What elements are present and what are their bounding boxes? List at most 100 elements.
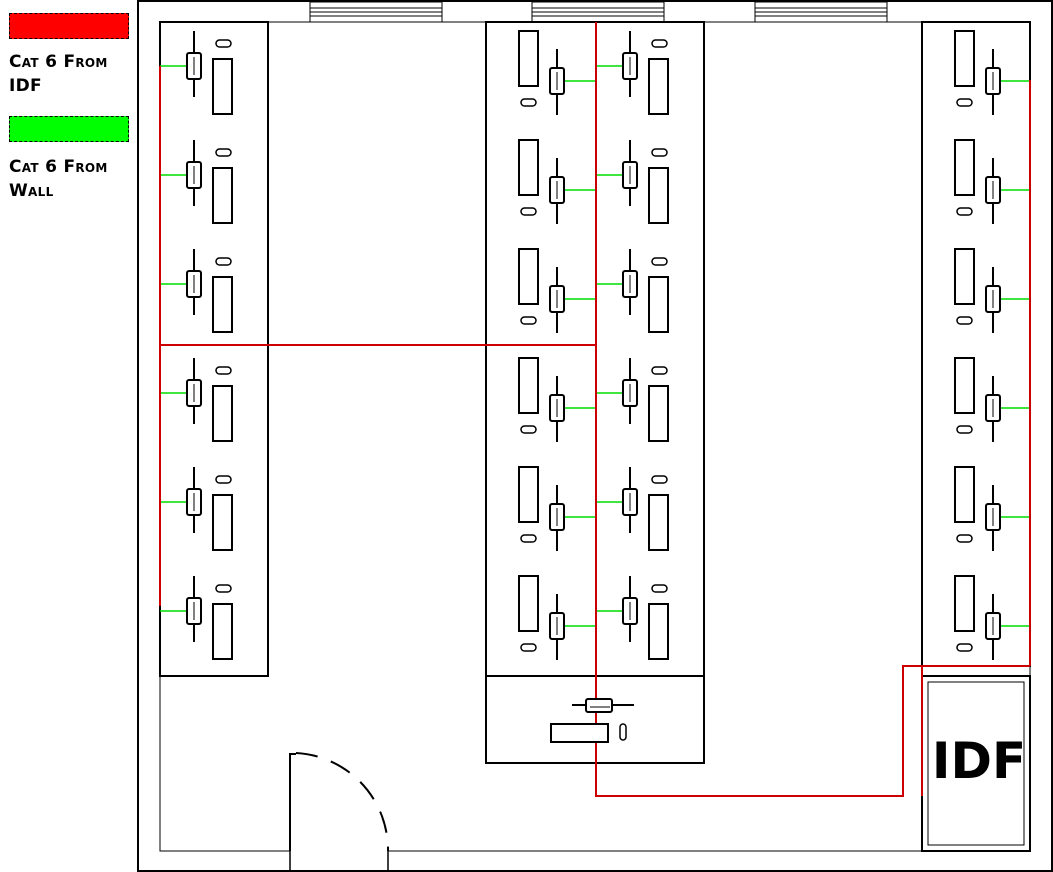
teacher-mouse bbox=[619, 723, 627, 741]
keyboard bbox=[954, 357, 975, 414]
mouse bbox=[651, 257, 668, 266]
middle-left-station-4 bbox=[518, 357, 596, 442]
mouse bbox=[956, 425, 973, 434]
keyboard bbox=[954, 248, 975, 305]
left-row-station-6 bbox=[160, 576, 233, 660]
legend-swatch-idf bbox=[9, 13, 129, 39]
windows bbox=[309, 1, 888, 23]
mouse bbox=[520, 643, 537, 652]
keyboard bbox=[212, 385, 233, 442]
legend-label-wall-line1: Cat 6 From bbox=[9, 157, 108, 177]
mouse bbox=[956, 534, 973, 543]
keyboard bbox=[212, 603, 233, 660]
door bbox=[289, 752, 390, 871]
left-row-station-1 bbox=[160, 31, 233, 115]
mouse bbox=[215, 39, 232, 48]
keyboard bbox=[518, 357, 539, 414]
mouse bbox=[956, 643, 973, 652]
right-row-station-3 bbox=[954, 248, 1030, 333]
keyboard bbox=[954, 139, 975, 196]
keyboard bbox=[518, 139, 539, 196]
right-row-station-4 bbox=[954, 357, 1030, 442]
keyboard bbox=[954, 30, 975, 87]
keyboard bbox=[954, 575, 975, 632]
idf-label: IDF bbox=[932, 732, 1026, 790]
right-row-station-1 bbox=[954, 30, 1030, 115]
keyboard bbox=[518, 248, 539, 305]
teacher-workstation bbox=[550, 698, 634, 743]
keyboard bbox=[648, 494, 669, 551]
keyboard bbox=[212, 58, 233, 115]
right-row-station-6 bbox=[954, 575, 1030, 660]
mouse bbox=[215, 475, 232, 484]
teacher-keyboard bbox=[550, 723, 609, 743]
keyboard bbox=[648, 603, 669, 660]
keyboard bbox=[212, 167, 233, 224]
idf-cabinet-inner bbox=[927, 681, 1025, 846]
legend-label-idf: Cat 6 From IDF bbox=[9, 50, 108, 98]
wiring-from-idf bbox=[159, 22, 1031, 797]
outer-wall bbox=[137, 0, 1053, 872]
middle-left-station-1 bbox=[518, 30, 596, 115]
keyboard bbox=[212, 494, 233, 551]
right-row-station-2 bbox=[954, 139, 1030, 224]
middle-right-station-5 bbox=[596, 467, 669, 551]
keyboard bbox=[648, 58, 669, 115]
middle-left-station-2 bbox=[518, 139, 596, 224]
mouse bbox=[956, 316, 973, 325]
left-row-station-4 bbox=[160, 358, 233, 442]
mouse bbox=[520, 98, 537, 107]
mouse bbox=[520, 425, 537, 434]
mouse bbox=[215, 584, 232, 593]
legend-label-wall-line2: Wall bbox=[9, 181, 54, 201]
middle-right-station-4 bbox=[596, 358, 669, 442]
middle-left-station-5 bbox=[518, 466, 596, 551]
mouse bbox=[520, 316, 537, 325]
left-row-station-2 bbox=[160, 140, 233, 224]
mouse bbox=[651, 584, 668, 593]
legend-swatch-wall bbox=[9, 116, 129, 142]
middle-right-station-6 bbox=[596, 576, 669, 660]
keyboard bbox=[212, 276, 233, 333]
keyboard bbox=[954, 466, 975, 523]
idf-cabinet: IDF bbox=[921, 675, 1031, 852]
mouse bbox=[651, 148, 668, 157]
keyboard bbox=[648, 385, 669, 442]
keyboard bbox=[518, 30, 539, 87]
right-row-station-5 bbox=[954, 466, 1030, 551]
middle-right-station-2 bbox=[596, 140, 669, 224]
desk-row-left bbox=[159, 21, 269, 677]
middle-right-station-3 bbox=[596, 249, 669, 333]
keyboard bbox=[518, 466, 539, 523]
window-2 bbox=[531, 1, 665, 23]
keyboard bbox=[648, 276, 669, 333]
legend-label-idf-line1: Cat 6 From bbox=[9, 52, 108, 72]
legend-label-wall: Cat 6 From Wall bbox=[9, 155, 108, 203]
door-leaf bbox=[289, 753, 296, 851]
door-gap bbox=[290, 849, 388, 855]
mouse bbox=[651, 39, 668, 48]
window-3 bbox=[754, 1, 888, 23]
mouse bbox=[520, 207, 537, 216]
desk-row-right bbox=[921, 21, 1031, 667]
mouse bbox=[215, 148, 232, 157]
mouse bbox=[215, 257, 232, 266]
mouse bbox=[651, 366, 668, 375]
window-1 bbox=[309, 1, 443, 23]
middle-right-station-1 bbox=[596, 31, 669, 115]
red-trunk-right bbox=[595, 22, 1030, 797]
legend-label-idf-line2: IDF bbox=[9, 76, 42, 96]
mouse bbox=[520, 534, 537, 543]
left-row-station-3 bbox=[160, 249, 233, 333]
left-row-station-5 bbox=[160, 467, 233, 551]
mouse bbox=[956, 207, 973, 216]
mouse bbox=[651, 475, 668, 484]
teacher-monitor bbox=[585, 698, 613, 713]
door-swing-arc bbox=[295, 752, 390, 852]
mouse bbox=[215, 366, 232, 375]
middle-left-station-6 bbox=[518, 575, 596, 660]
mouse bbox=[956, 98, 973, 107]
middle-left-station-3 bbox=[518, 248, 596, 333]
keyboard bbox=[648, 167, 669, 224]
